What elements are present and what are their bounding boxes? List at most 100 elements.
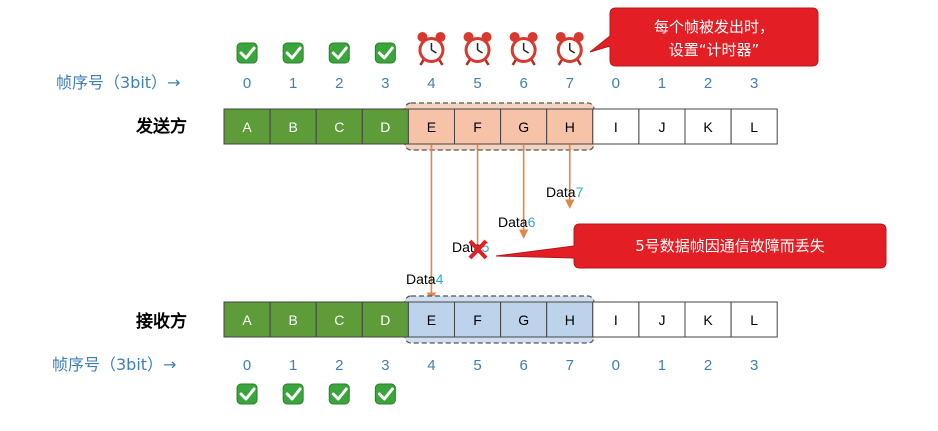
receiver-seq-number: 4 [427,357,435,374]
receiver-seq-number: 2 [704,357,712,374]
sender-frame-label: L [750,119,758,135]
sender-check-icon [236,42,258,64]
packet-number: 6 [528,214,536,230]
packet-label: Data4 [406,271,444,287]
receiver-frame-cell [315,301,363,338]
packet-label: Data7 [546,184,584,200]
receiver-frame-label: B [288,312,297,328]
sender-seq-number: 3 [750,75,758,92]
receiver-seq-number: 3 [750,357,758,374]
receiver-frame-label: G [518,312,529,328]
lost-packet-x-icon [468,239,488,260]
receiver-frame-cell [407,301,455,338]
sender-frame-cell [315,108,363,145]
sender-frame-label: K [703,119,713,135]
receiver-seq-number: 5 [473,357,481,374]
sender-check-icon [282,42,304,64]
sender-frame-label: F [473,119,482,135]
sender-frame-label: C [334,119,344,135]
receiver-check-icon [328,383,350,405]
receiver-seq-number: 0 [612,357,620,374]
receiver-frame-label: C [334,312,344,328]
sender-timers [417,32,584,66]
receiver-seq-number: 1 [658,357,666,374]
packet-prefix: Data [406,271,436,287]
receiver-seq-number: 2 [335,357,343,374]
sender-frame-label: G [518,119,529,135]
alarm-clock-icon [417,32,446,66]
receiver-frame-label: E [427,312,436,328]
receiver-check-icon [374,383,396,405]
packet-prefix: Data [498,214,528,230]
sender-seq-number: 6 [519,75,527,92]
receiver-frame-cell [269,301,317,338]
receiver-seq-number: 7 [566,357,574,374]
sender-frame-cell [730,108,778,145]
packet-label: Data6 [498,214,536,230]
receiver-frame-label: J [658,312,665,328]
receiver-frame-label: A [242,312,252,328]
timer-callout: 每个帧被发出时， 设置“计时器” [589,7,819,67]
sender-frame-label: E [427,119,436,135]
packet-prefix: Data [546,184,576,200]
sender-seq-numbers: 0 1 2 3 4 5 6 7 0 1 2 3 [243,75,758,92]
receiver-frame-cell [454,301,502,338]
sender-seq-number: 1 [289,75,297,92]
sender-seq-number: 5 [473,75,481,92]
receiver-frame-label: I [614,312,618,328]
sender-check-icon [328,42,350,64]
receiver-label: 接收方 [136,311,187,332]
loss-callout: 5号数据帧因通信故障而丢失 [495,223,887,269]
transmission-arrows [426,145,575,302]
receiver-frame-label: K [703,312,713,328]
sender-frame-cell [223,108,271,145]
sender-seq-number: 0 [612,75,620,92]
sender-frame-cell [361,108,409,145]
sender-frame-label: J [658,119,665,135]
timer-callout-line1: 每个帧被发出时， [654,18,774,36]
sender-seq-number: 2 [704,75,712,92]
receiver-check-icon [236,383,258,405]
receiver-seq-number: 3 [381,357,389,374]
packet-number: 7 [576,184,584,200]
sender-seq-number: 2 [335,75,343,92]
sender-seq-number: 1 [658,75,666,92]
receiver-seq-number: 6 [519,357,527,374]
receiver-seq-numbers: 0 1 2 3 4 5 6 7 0 1 2 3 [243,357,758,374]
sender-frame-label: A [242,119,252,135]
receiver-frame-cell [223,301,271,338]
receiver-received-checks [236,383,396,405]
sender-label: 发送方 [135,116,187,137]
timer-callout-line2: 设置“计时器” [669,41,760,59]
packet-number: 4 [436,271,444,287]
receiver-frame-cell [592,301,640,338]
receiver-frame-label: H [565,312,575,328]
alarm-clock-icon [509,32,538,66]
sender-frame-cell [500,108,548,145]
sender-seq-label: 帧序号（3bit）→ [56,73,180,92]
sender-seq-number: 3 [381,75,389,92]
sender-frame-label: B [288,119,297,135]
sender-seq-number: 4 [427,75,435,92]
sender-seq-number: 7 [566,75,574,92]
receiver-seq-number: 1 [289,357,297,374]
sender-check-icon [374,42,396,64]
receiver-seq-number: 0 [243,357,251,374]
alarm-clock-icon [555,32,584,66]
sender-frame-label: I [614,119,618,135]
receiver-frame-label: F [473,312,482,328]
sender-seq-number: 0 [243,75,251,92]
receiver-frame-label: D [380,312,390,328]
loss-callout-text: 5号数据帧因通信故障而丢失 [635,237,825,255]
receiver-frame-cell [500,301,548,338]
receiver-frame-cell [546,301,594,338]
receiver-frame-cell [361,301,409,338]
sender-frame-cell [269,108,317,145]
sender-ack-checks [236,42,396,64]
alarm-clock-icon [463,32,492,66]
